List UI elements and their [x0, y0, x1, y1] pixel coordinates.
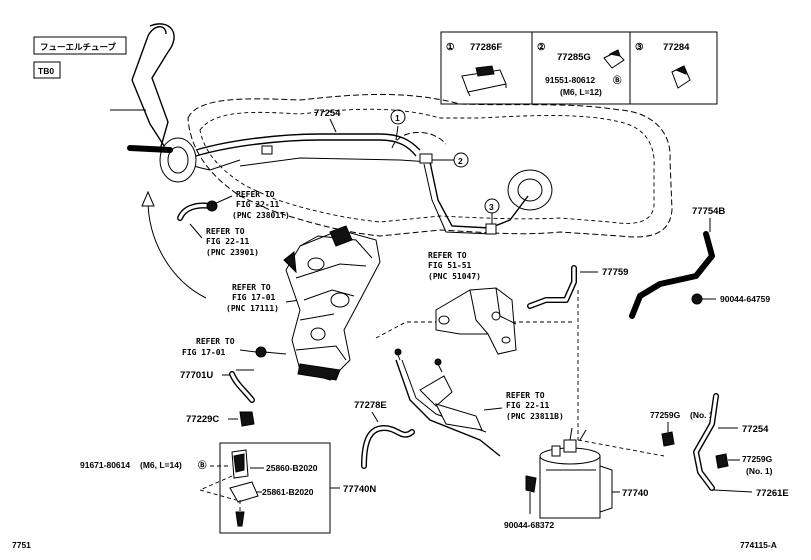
clamp-77259g-bot-icon	[715, 453, 729, 469]
clip-90044-68372-icon	[525, 475, 537, 493]
refer-5-line1: REFER TO	[428, 251, 467, 260]
refer-2-line2: FIG 22-11	[206, 237, 250, 246]
line-bracket-center	[394, 348, 501, 457]
callout-2: 2	[432, 152, 469, 168]
refer-block-6: REFER TO FIG 22-11 (PNC 23811B)	[506, 391, 564, 421]
refer-6-line3: (PNC 23811B)	[506, 412, 564, 421]
part-77754b[interactable]: 77754B	[692, 206, 725, 217]
part-77254-right[interactable]: 77254	[742, 424, 769, 435]
callout-2-num: 2	[458, 156, 463, 166]
refer-2-line3: (PNC 23901)	[206, 248, 259, 257]
legend-bolt-part: 91551-80612	[545, 75, 595, 85]
code-box-text: TB0	[38, 66, 54, 76]
part-91671-b: Ⓑ	[198, 460, 207, 470]
category-label-box: フューエルチューブ	[33, 36, 127, 55]
part-25861[interactable]: 25861-B2020	[262, 487, 314, 497]
part-77229c[interactable]: 77229C	[186, 414, 219, 425]
refer-block-5: REFER TO FIG 51-51 (PNC 51047)	[428, 251, 481, 281]
charcoal-canister-77740	[539, 427, 613, 519]
part-77259g-bot-no: (No. 1)	[746, 466, 773, 476]
clip-77285g-icon	[603, 49, 625, 69]
legend-num-3: ③	[635, 42, 644, 53]
refer-4-line2: FIG 17-01	[182, 348, 226, 357]
page-number-left: 7751	[12, 540, 31, 550]
legend-table: ① 77286F ② 77285G 91551-80612 Ⓑ (M6, L=1…	[440, 31, 718, 105]
part-77759[interactable]: 77759	[602, 267, 628, 278]
callout-1: 1	[390, 109, 406, 141]
refer-3-line2: FIG 17-01	[232, 293, 276, 302]
rotate-arrow-icon	[141, 190, 207, 299]
refer-1-line1: REFER TO	[236, 190, 275, 199]
callout-3: 3	[484, 198, 500, 224]
clamp-77259g-top-icon	[661, 431, 675, 447]
part-77261e[interactable]: 77261E	[756, 488, 789, 499]
part-91671[interactable]: 91671-80614	[80, 460, 130, 470]
category-label: フューエルチューブ	[40, 42, 116, 52]
refer-block-3: REFER TO FIG 17-01 (PNC 17111)	[226, 283, 279, 313]
hose-77254-right	[693, 393, 719, 491]
refer-3-line1: REFER TO	[232, 283, 271, 292]
callout-1-num: 1	[395, 113, 400, 123]
vent-hose-upper	[177, 200, 218, 221]
fuel-tank-outline	[187, 93, 673, 238]
part-90044-68372[interactable]: 90044-68372	[504, 520, 554, 530]
fuel-lines	[195, 133, 529, 235]
part-77254-top[interactable]: 77254	[314, 108, 341, 119]
refer-6-line2: FIG 22-11	[506, 401, 550, 410]
refer-1-line3: (PNC 23801T)	[232, 211, 290, 220]
part-25860[interactable]: 25860-B2020	[266, 463, 318, 473]
refer-block-1: REFER TO FIG 22-11 (PNC 23801T)	[232, 190, 290, 220]
fuel-filler-bracket-assembly	[283, 225, 381, 381]
refer-2-line1: REFER TO	[206, 227, 245, 236]
page-number-right: 774115-A	[740, 540, 777, 550]
refer-5-line3: (PNC 51047)	[428, 272, 481, 281]
legend-num-1: ①	[446, 42, 455, 53]
refer-block-4: REFER TO FIG 17-01	[182, 337, 235, 357]
clamp-77229c-icon	[239, 411, 255, 427]
hose-77278e	[361, 425, 415, 469]
clip-77286f-icon	[461, 65, 507, 97]
hose-77759	[527, 265, 577, 309]
refer-5-line2: FIG 51-51	[428, 261, 472, 270]
dashed-guides	[198, 290, 665, 501]
code-box: TB0	[33, 61, 61, 79]
legend-bolt-b: Ⓑ	[613, 75, 622, 85]
clip-77284-icon	[671, 65, 691, 89]
legend-part-2: 77285G	[557, 52, 591, 63]
refer-1-line2: FIG 22-11	[236, 200, 280, 209]
refer-6-line1: REFER TO	[506, 391, 545, 400]
legend-bolt-spec: (M6, L=12)	[560, 87, 602, 97]
part-77259g-top-no: (No. 1)	[690, 410, 717, 420]
part-77701u[interactable]: 77701U	[180, 370, 213, 381]
hose-77754b	[629, 231, 715, 319]
part-77278e[interactable]: 77278E	[354, 400, 387, 411]
hose-77701u	[229, 369, 255, 403]
part-77259g-top[interactable]: 77259G	[650, 410, 681, 420]
refer-3-line3: (PNC 17111)	[226, 304, 279, 313]
refer-block-2: REFER TO FIG 22-11 (PNC 23901)	[206, 227, 259, 257]
filler-pipe	[110, 23, 241, 183]
callout-3-num: 3	[489, 202, 494, 212]
mount-bracket-51047	[435, 287, 517, 355]
part-90044-64759[interactable]: 90044-64759	[720, 294, 770, 304]
refer-4-line1: REFER TO	[196, 337, 235, 346]
legend-part-1: 77286F	[470, 42, 502, 53]
clip-90044-64759-icon	[691, 293, 703, 305]
part-91671-spec: (M6, L=14)	[140, 460, 182, 470]
part-77259g-bot[interactable]: 77259G	[742, 454, 773, 464]
legend-part-3: 77284	[663, 42, 690, 53]
part-77740[interactable]: 77740	[622, 488, 648, 499]
legend-num-2: ②	[537, 42, 546, 53]
part-77740n[interactable]: 77740N	[343, 484, 376, 495]
